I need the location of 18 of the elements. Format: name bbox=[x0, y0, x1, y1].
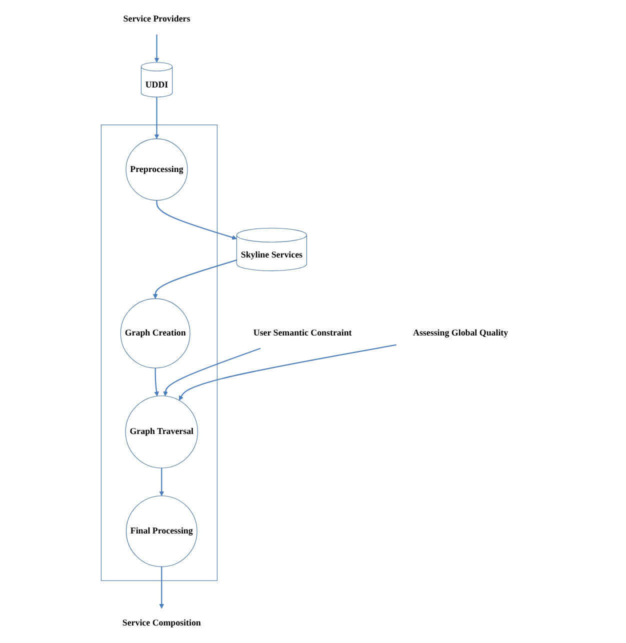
node-text: User Semantic Constraint bbox=[253, 328, 352, 338]
cluster bbox=[100, 124, 218, 581]
arrow bbox=[154, 368, 159, 396]
node-text: Service Composition bbox=[122, 618, 201, 628]
node-circle: Preprocessing bbox=[126, 138, 188, 201]
arrow bbox=[159, 566, 164, 609]
node-text: Service Providers bbox=[123, 14, 190, 24]
node-text: Assessing Global Quality bbox=[413, 328, 508, 338]
arrow bbox=[163, 348, 261, 396]
arrow bbox=[152, 260, 237, 299]
arrow bbox=[156, 200, 237, 240]
node-circle: Graph Traversal bbox=[125, 396, 198, 468]
arrow bbox=[154, 97, 160, 140]
arrow bbox=[154, 34, 160, 63]
arrow bbox=[178, 344, 396, 401]
arrow bbox=[159, 468, 164, 496]
node-circle: Graph Creation bbox=[120, 298, 190, 368]
node-circle: Final Processing bbox=[126, 496, 198, 567]
